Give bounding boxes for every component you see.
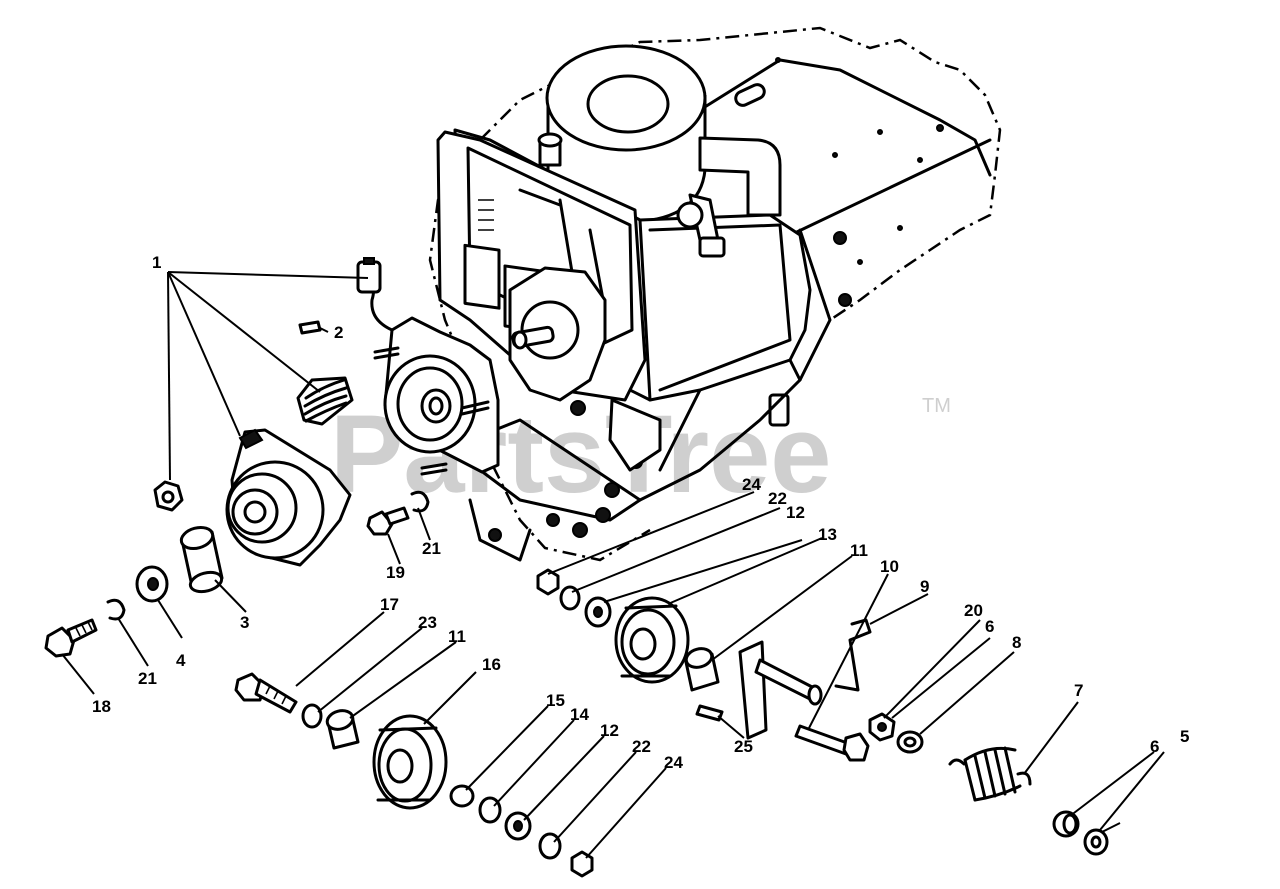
small-parts: [44, 320, 1109, 878]
callout-7: 7: [1074, 681, 1083, 700]
callout-16: 16: [482, 655, 501, 674]
callout-5: 5: [1180, 727, 1189, 746]
callout-6a: 6: [985, 617, 994, 636]
part-21-lockwasher-left: [106, 598, 126, 621]
part-16-pulley: [372, 714, 448, 810]
pto-spring: [296, 376, 354, 426]
callout-4: 4: [176, 651, 186, 670]
callout-13: 13: [818, 525, 837, 544]
callout-24a: 24: [742, 475, 761, 494]
callout-23: 23: [418, 613, 437, 632]
callout-25: 25: [734, 737, 753, 756]
part-19-bolt: [366, 506, 410, 536]
callout-18: 18: [92, 697, 111, 716]
part-11-spacer-left: [325, 709, 360, 750]
callout-22a: 22: [768, 489, 787, 508]
part-6-nut-lower: [1052, 810, 1080, 838]
engine: [436, 44, 812, 472]
part-7-spring: [948, 746, 1032, 802]
callout-9: 9: [920, 577, 929, 596]
part-2-key: [298, 320, 322, 335]
callout-11b: 11: [448, 627, 466, 646]
callout-3: 3: [240, 613, 249, 632]
callout-21b: 21: [138, 669, 157, 688]
part-5-washer: [1083, 828, 1109, 856]
part-17-bolt: [234, 672, 298, 714]
callout-8: 8: [1012, 633, 1021, 652]
part-10-bolt: [794, 724, 870, 762]
leader-lines: [61, 271, 1165, 859]
part-22-lockwasher-upper: [559, 585, 581, 611]
part-18-bolt: [44, 618, 98, 658]
callout-15: 15: [546, 691, 565, 710]
callout-17: 17: [380, 595, 399, 614]
watermark-trademark: TM: [922, 395, 951, 417]
part-13-pulley: [614, 596, 690, 684]
part-12-washer-upper: [584, 596, 612, 628]
part-11-spacer-right: [684, 647, 720, 692]
part-25-pin: [695, 704, 724, 722]
part-20-nut: [868, 712, 896, 742]
callout-14: 14: [570, 705, 589, 724]
part-8-washer: [896, 730, 924, 754]
callout-20: 20: [964, 601, 983, 620]
part-22-lockwasher-lower: [538, 832, 562, 860]
callout-10: 10: [880, 557, 899, 576]
callout-6b: 6: [1150, 737, 1159, 756]
part-1-pto-clutch: [153, 257, 500, 567]
callout-21a: 21: [422, 539, 441, 558]
callout-12b: 12: [600, 721, 619, 740]
callout-22b: 22: [632, 737, 651, 756]
callout-19: 19: [386, 563, 405, 582]
callout-labels: 1 2 3 4 5 6 6 7 8 9 10 11 11 12 12 13 14…: [92, 253, 1189, 772]
part-4-washer: [135, 565, 169, 603]
callout-2: 2: [334, 323, 343, 342]
part-15-bushing: [449, 784, 475, 808]
part-23-washer: [301, 703, 323, 729]
part-9-rod: [834, 618, 872, 692]
callout-11a: 11: [850, 541, 868, 560]
part-3-bushing: [179, 525, 224, 594]
callout-24b: 24: [664, 753, 683, 772]
callout-12a: 12: [786, 503, 805, 522]
part-10-idler-arm: [738, 640, 823, 740]
part-24-nut-upper: [536, 568, 560, 596]
callout-1: 1: [152, 253, 161, 272]
part-14-lockwasher: [478, 796, 502, 824]
